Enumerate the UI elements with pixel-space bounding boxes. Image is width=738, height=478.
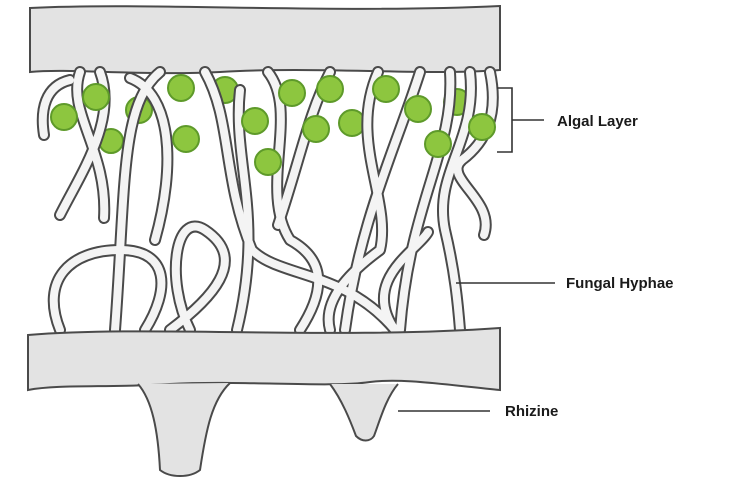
alga-cell xyxy=(83,84,109,110)
alga-cell xyxy=(373,76,399,102)
algal-layer-bracket xyxy=(497,88,544,152)
upper-cortex xyxy=(30,6,500,73)
alga-cell xyxy=(303,116,329,142)
alga-cell xyxy=(255,149,281,175)
lower-cortex xyxy=(28,328,500,390)
alga-cell xyxy=(405,96,431,122)
alga-cell xyxy=(168,75,194,101)
alga-cell xyxy=(279,80,305,106)
algal-layer-label: Algal Layer xyxy=(557,113,638,130)
alga-cell xyxy=(51,104,77,130)
rhizine-left xyxy=(138,383,230,476)
alga-cell xyxy=(173,126,199,152)
alga-cell xyxy=(469,114,495,140)
rhizine-label: Rhizine xyxy=(505,403,558,420)
rhizine-right xyxy=(330,384,398,441)
alga-cell xyxy=(339,110,365,136)
alga-cell xyxy=(425,131,451,157)
alga-cell xyxy=(242,108,268,134)
alga-cell xyxy=(317,76,343,102)
fungal-hyphae-label: Fungal Hyphae xyxy=(566,275,674,292)
